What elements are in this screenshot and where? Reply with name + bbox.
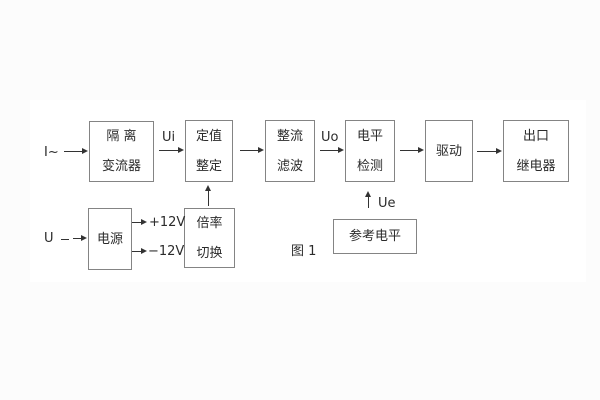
arrow-drive-to-relay — [477, 148, 502, 155]
arrow-reference-to-level — [365, 191, 372, 208]
arrowhead-right-icon — [82, 148, 88, 154]
label-input-current: I~ — [44, 145, 59, 160]
arrow-line — [159, 150, 180, 151]
arrowhead-right-icon — [81, 235, 87, 241]
block-isolation-transformer: 隔 离 变流器 — [89, 121, 154, 182]
block-label: 倍率 — [196, 215, 223, 231]
arrow-line — [320, 150, 340, 151]
block-label: 出口 — [522, 128, 549, 144]
arrowhead-right-icon — [141, 219, 147, 225]
block-reference-level: 参考电平 — [333, 219, 417, 254]
block-label: 检测 — [356, 158, 383, 174]
block-label: 切换 — [196, 245, 223, 261]
block-label: 定值 — [195, 128, 222, 144]
arrowhead-right-icon — [178, 147, 184, 153]
label-minus-12v: −12V — [148, 244, 185, 259]
figure-caption: 图 1 — [291, 244, 317, 259]
arrow-line — [400, 150, 420, 151]
arrow-isolation-to-setting — [159, 147, 184, 154]
arrow-line — [73, 238, 83, 239]
arrowhead-right-icon — [258, 147, 264, 153]
arrow-u-to-power — [73, 235, 87, 242]
block-label: 参考电平 — [348, 229, 401, 244]
block-power-supply: 电源 — [88, 208, 132, 270]
block-ratio-switch: 倍率 切换 — [184, 208, 235, 268]
arrow-input-to-isolation — [64, 148, 88, 155]
arrow-line — [132, 222, 143, 223]
arrow-rectify-to-level — [320, 147, 344, 154]
arrowhead-right-icon — [338, 147, 344, 153]
block-output-relay: 出口 继电器 — [503, 120, 569, 182]
arrowhead-right-icon — [496, 148, 502, 154]
label-ue: Ue — [378, 196, 396, 211]
arrowhead-right-icon — [418, 147, 424, 153]
arrow-level-to-drive — [400, 147, 424, 154]
label-ui: Ui — [162, 130, 176, 145]
block-label: 驱动 — [435, 143, 462, 159]
arrowhead-right-icon — [141, 248, 147, 254]
arrowhead-up-icon — [205, 185, 211, 191]
block-label: 继电器 — [516, 158, 556, 174]
block-label: 整流 — [276, 128, 303, 144]
label-input-voltage: U — [44, 231, 54, 246]
arrow-setting-to-rectify — [240, 147, 264, 154]
label-uo: Uo — [321, 130, 339, 145]
arrow-ratio-to-setting — [205, 185, 212, 206]
block-label: 电平 — [356, 128, 383, 144]
arrow-line — [208, 189, 209, 206]
arrow-power-plus12 — [132, 219, 147, 226]
block-drive: 驱动 — [425, 120, 473, 182]
block-label: 整定 — [195, 158, 222, 174]
arrow-line — [477, 151, 498, 152]
arrow-power-minus12 — [132, 248, 147, 255]
arrowhead-up-icon — [365, 191, 371, 197]
arrow-line — [132, 251, 143, 252]
arrow-line — [240, 150, 260, 151]
arrow-line — [368, 195, 369, 208]
block-level-detect: 电平 检测 — [345, 120, 395, 182]
block-setting-adjust: 定值 整定 — [185, 120, 233, 182]
u-input-dash — [61, 239, 69, 240]
arrow-line — [64, 151, 84, 152]
block-label: 电源 — [96, 231, 123, 247]
block-label: 变流器 — [101, 159, 141, 174]
label-plus-12v: +12V — [149, 215, 186, 230]
block-label: 滤波 — [276, 158, 303, 174]
block-rectify-filter: 整流 滤波 — [265, 120, 315, 182]
block-label: 隔 离 — [106, 129, 137, 144]
